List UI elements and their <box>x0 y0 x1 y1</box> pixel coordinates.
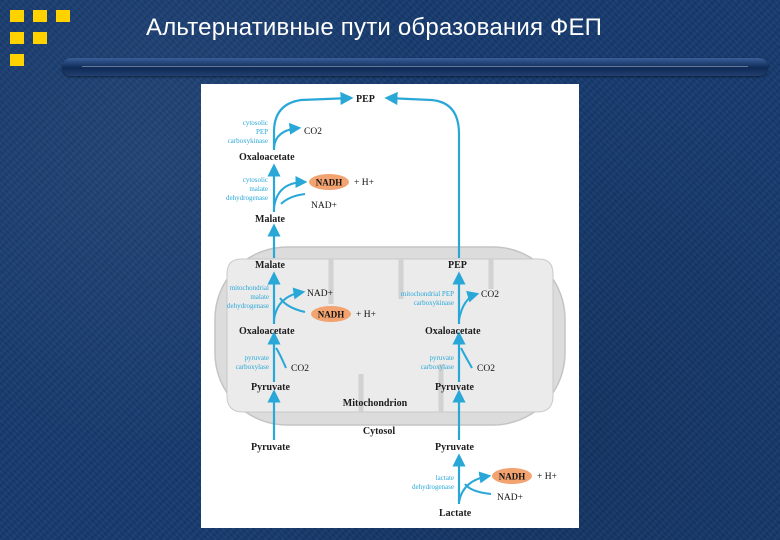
malate-mito-label: Malate <box>255 260 286 271</box>
oaa-mito-left-label: Oxaloacetate <box>239 326 295 337</box>
nad-label: NAD+ <box>311 201 337 211</box>
enzyme-line: carboxylase <box>421 363 454 371</box>
enzyme-line: lactate <box>436 474 454 482</box>
enzyme-line: mitochondrial <box>230 284 269 292</box>
enzyme-line: pyruvate <box>430 354 455 362</box>
enzyme-line: dehydrogenase <box>412 483 454 491</box>
enzyme-line: carboxykinase <box>414 299 454 307</box>
title-divider <box>62 58 768 76</box>
enzyme-line: dehydrogenase <box>226 194 268 202</box>
pyruvate-cytosol-right-label: Pyruvate <box>435 442 474 453</box>
oaa-mito-right-label: Oxaloacetate <box>425 326 481 337</box>
co2-label: CO2 <box>291 364 309 374</box>
enzyme-line: dehydrogenase <box>227 302 269 310</box>
enzyme-line: PEP <box>256 128 268 136</box>
nadh-badge-ldh <box>492 468 532 484</box>
co2-label: CO2 <box>477 364 495 374</box>
co2-label: CO2 <box>481 290 499 300</box>
arrow-oaa-to-pep-cyto <box>272 91 354 150</box>
pathway-diagram: PEP CO2 cytosolic PEP carboxykinase Oxal… <box>214 91 566 519</box>
pathway-figure: PEP CO2 cytosolic PEP carboxykinase Oxal… <box>201 84 579 528</box>
enzyme-line: carboxylase <box>236 363 269 371</box>
enzyme-line: pyruvate <box>245 354 270 362</box>
pep-cytosol-label: PEP <box>356 94 375 105</box>
cytosol-label: Cytosol <box>363 426 395 437</box>
pyruvate-mito-left-label: Pyruvate <box>251 382 290 393</box>
nadh-label: NADH <box>318 310 345 320</box>
proton-label: + H+ <box>356 310 376 320</box>
enzyme-line: cytosolic <box>243 119 268 127</box>
enzyme-line: malate <box>250 293 269 301</box>
enzyme-line: cytosolic <box>243 176 268 184</box>
proton-label: + H+ <box>354 178 374 188</box>
pep-mito-label: PEP <box>448 260 467 271</box>
arrow-pep-mito-to-pep-cyto <box>384 91 461 258</box>
enzyme-line: malate <box>249 185 268 193</box>
enzyme-line: mitochondrial PEP <box>401 290 454 298</box>
mitochondrion-label: Mitochondrion <box>343 398 408 409</box>
pyruvate-mito-right-label: Pyruvate <box>435 382 474 393</box>
lactate-label: Lactate <box>439 508 472 519</box>
slide-logo <box>8 8 76 68</box>
nad-label: NAD+ <box>307 289 333 299</box>
nadh-label: NADH <box>316 178 343 188</box>
proton-label: + H+ <box>537 472 557 482</box>
malate-cytosol-label: Malate <box>255 214 286 225</box>
nadh-badge-cytosol <box>309 174 349 190</box>
nadh-label: NADH <box>499 472 526 482</box>
co2-label: CO2 <box>304 127 322 137</box>
nad-label: NAD+ <box>497 493 523 503</box>
nadh-badge-mito <box>311 306 351 322</box>
enzyme-line: carboxykinase <box>228 137 268 145</box>
pyruvate-cytosol-left-label: Pyruvate <box>251 442 290 453</box>
slide-title: Альтернативные пути образования ФЕП <box>146 14 603 41</box>
oaa-cytosol-label: Oxaloacetate <box>239 152 295 163</box>
